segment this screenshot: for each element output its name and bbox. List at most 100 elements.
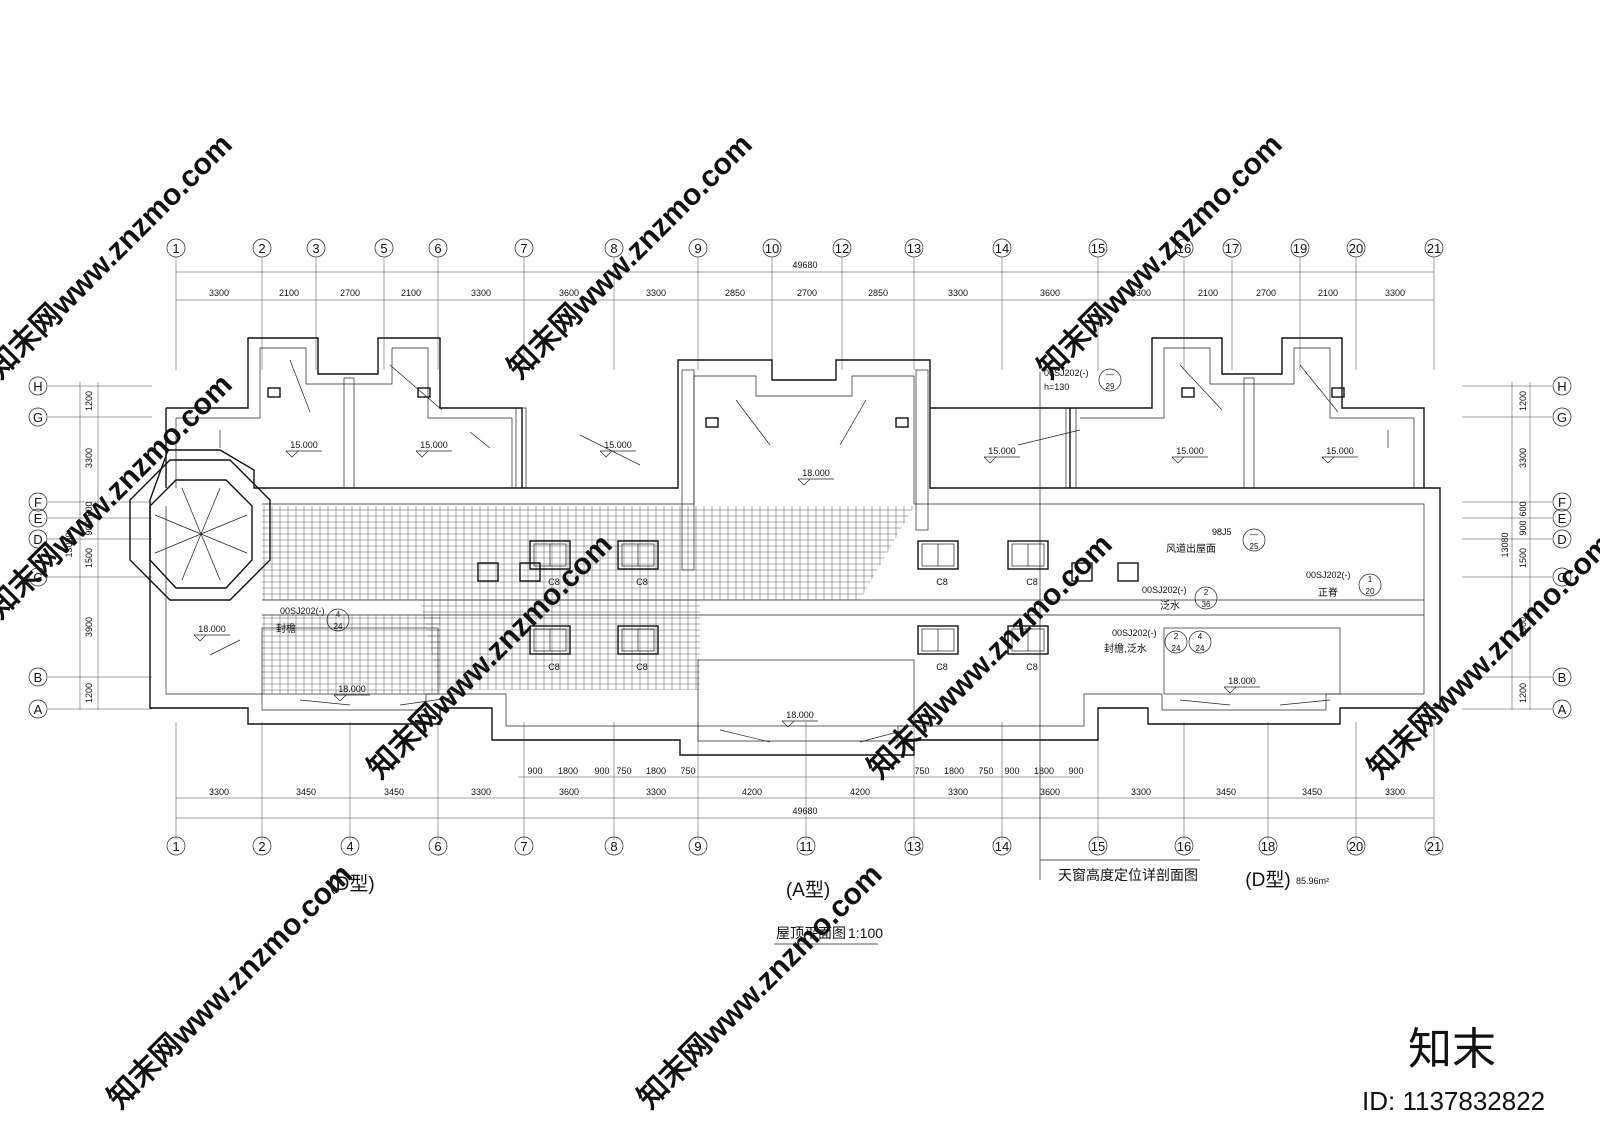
- note6-ref: 00SJ202(-): [280, 606, 325, 616]
- axis-bubble-bottom: [1258, 836, 1278, 856]
- roof-drains: [267, 387, 1345, 582]
- note3-ref: 00SJ202(-): [1306, 570, 1351, 580]
- axis-label-top: 7: [520, 241, 527, 256]
- dim-side-right: 600: [1518, 501, 1528, 516]
- level-value: 18.000: [786, 710, 814, 720]
- axis-bubble-bottom: [1424, 836, 1444, 856]
- note3-text: 正脊: [1318, 586, 1338, 599]
- dim-side-left: 600: [84, 501, 94, 516]
- axis-bubble-bottom: [252, 836, 272, 856]
- area-note: 85.96m²: [1296, 876, 1329, 886]
- note2-num: —: [1250, 530, 1258, 539]
- dim-top-segment: 2100: [401, 288, 421, 298]
- axis-bubble-bottom: [1174, 836, 1194, 856]
- axis-bubble-top: [166, 238, 186, 258]
- slope-arrows: [209, 359, 1389, 743]
- note5-ref: 00SJ202(-): [1112, 628, 1157, 638]
- dim-window-segment: 1800: [646, 766, 666, 776]
- axis-bubble-row-left: [28, 492, 48, 512]
- level-value: 15.000: [988, 446, 1016, 456]
- axis-bubble-top: [1222, 238, 1242, 258]
- skylight-window: [917, 625, 959, 655]
- axis-label-top: 17: [1225, 241, 1239, 256]
- dim-bottom-segment: 4200: [742, 787, 762, 797]
- axis-bubble-row-right: [1552, 529, 1572, 549]
- axis-bubble-top: [762, 238, 782, 258]
- watermark-text: 知末网www.znzmo.com: [1032, 128, 1289, 385]
- axis-label-top: 20: [1349, 241, 1363, 256]
- dim-top-segment: 2700: [797, 288, 817, 298]
- axis-bubble-row-right: [1552, 567, 1572, 587]
- note1-ref: 00SJ202(-): [1044, 368, 1089, 378]
- type-label-right: (D型): [1245, 869, 1290, 891]
- dim-top-segment: 2100: [279, 288, 299, 298]
- axis-bubble-row-left: [28, 567, 48, 587]
- axis-label-bottom: 7: [520, 839, 527, 854]
- dim-top-segment: 2700: [1256, 288, 1276, 298]
- titles: (D型) (A型) (D型) 85.96m² 屋顶平面图 1:100: [329, 869, 1329, 945]
- dimension-lines: [79, 271, 1531, 819]
- axis-bubble-top: [904, 238, 924, 258]
- level-value: 15.000: [604, 440, 632, 450]
- dim-side-left: 3300: [84, 448, 94, 468]
- axis-label-top: 3: [312, 241, 319, 256]
- axis-label-row-right: E: [1558, 511, 1567, 526]
- dim-window-segment: 1800: [1034, 766, 1054, 776]
- note4-ref: 00SJ202(-): [1142, 585, 1187, 595]
- watermark-text: 知末网www.znzmo.com: [632, 858, 889, 1115]
- axis-label-top: 10: [765, 241, 779, 256]
- dim-window-segment: 1800: [558, 766, 578, 776]
- axis-label-bottom: 18: [1261, 839, 1275, 854]
- axis-bubble-bottom: [904, 836, 924, 856]
- note6-den: 24: [334, 622, 343, 631]
- grid-lines: [48, 258, 1552, 840]
- note2-text: 风道出屋面: [1166, 542, 1216, 555]
- axis-label-top: 16: [1177, 241, 1191, 256]
- octagon-turret: [129, 459, 271, 601]
- axis-bubble-bottom: [992, 836, 1012, 856]
- roof-tile-hatch: [262, 506, 914, 694]
- dim-bottom-segment: 3300: [1385, 787, 1405, 797]
- note1-num: —: [1106, 370, 1114, 379]
- axis-label-top: 9: [694, 241, 701, 256]
- window-tag: C8: [1026, 577, 1038, 587]
- window-tag: C8: [936, 662, 948, 672]
- axis-label-bottom: 8: [610, 839, 617, 854]
- skylight-window: [529, 540, 571, 570]
- dim-top-segment: 2100: [1198, 288, 1218, 298]
- window-tag: C8: [548, 577, 560, 587]
- dim-window-segment: 750: [914, 766, 929, 776]
- axis-label-bottom: 14: [995, 839, 1009, 854]
- window-tag: C8: [1026, 662, 1038, 672]
- dim-top-segment: 3300: [209, 288, 229, 298]
- axis-label-row-left: D: [33, 532, 42, 547]
- dim-side-right: 1200: [1518, 683, 1528, 703]
- axis-label-row-right: C: [1557, 570, 1566, 585]
- watermark: 知末网www.znzmo.com 知末网www.znzmo.com 知末网www.z…: [0, 128, 1600, 1115]
- axis-bubble-row-right: [1552, 492, 1572, 512]
- axis-label-top: 14: [995, 241, 1009, 256]
- axis-label-top: 19: [1293, 241, 1307, 256]
- axis-bubble-row-left: [28, 508, 48, 528]
- watermark-text: 知末网www.znzmo.com: [1362, 528, 1600, 785]
- axis-bubble-row-right: [1552, 699, 1572, 719]
- note4-num: 2: [1204, 588, 1209, 597]
- note2-den: 25: [1250, 542, 1259, 551]
- axis-label-bottom: 6: [434, 839, 441, 854]
- note5-text: 封檐,泛水: [1104, 642, 1147, 655]
- dim-side-right: 900: [1518, 520, 1528, 535]
- axis-label-top: 5: [380, 241, 387, 256]
- axis-bubble-row-right: [1552, 407, 1572, 427]
- dim-side-right: 3300: [1518, 448, 1528, 468]
- dim-top-segment: 3600: [1040, 288, 1060, 298]
- skylight-window: [1007, 625, 1049, 655]
- axis-label-top: 15: [1091, 241, 1105, 256]
- axis-label-row-left: B: [34, 670, 43, 685]
- axis-bubble-bottom: [514, 836, 534, 856]
- dim-top-segment: 3300: [646, 288, 666, 298]
- dim-top-segment: 2850: [868, 288, 888, 298]
- dim-window-segment: 900: [1004, 766, 1019, 776]
- dim-top-segment: 2700: [340, 288, 360, 298]
- dim-top-segment: 3300: [1131, 288, 1151, 298]
